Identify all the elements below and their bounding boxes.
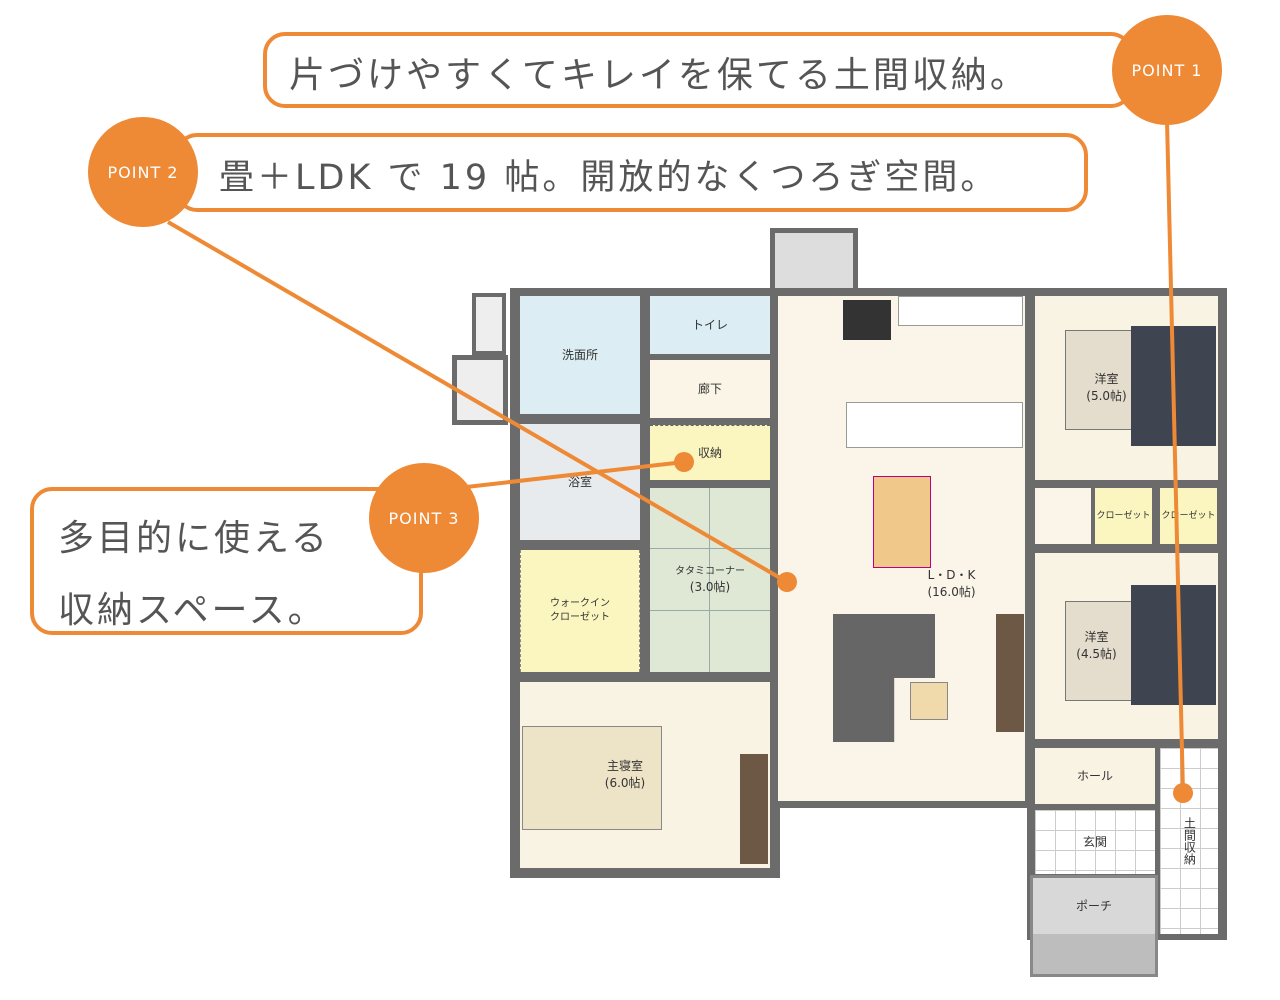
room-label: 廊下 <box>697 381 722 396</box>
room-label: トイレ <box>691 317 728 332</box>
room-hallway: 廊下 <box>650 360 770 418</box>
room-label: ウォークイン <box>550 598 610 609</box>
badge-label: POINT 3 <box>388 508 460 528</box>
room-doma-storage: 土間収納 <box>1160 748 1218 934</box>
room-label: 洋室 <box>1094 372 1119 387</box>
callout-text: 片づけやすくてキレイを保てる土間収納。 <box>289 55 1029 96</box>
room-walk-in-closet: ウォークインクローゼット <box>520 550 640 672</box>
bed <box>522 726 662 830</box>
room-washroom: 洗面所 <box>520 296 640 414</box>
badge-point-3: POINT 3 <box>369 463 479 573</box>
tv-board <box>996 614 1024 732</box>
room-label: クローゼット <box>1161 510 1216 521</box>
room-closet-1: クローゼット <box>1095 488 1152 544</box>
kitchen-island <box>846 402 1023 448</box>
callout-text: 畳＋LDK で 19 帖。開放的なくつろぎ空間。 <box>219 158 999 198</box>
room-size: (6.0帖) <box>604 776 646 790</box>
callout-point-1: 片づけやすくてキレイを保てる土間収納。 <box>263 32 1133 108</box>
room-label: 土間収納 <box>1182 817 1197 865</box>
exterior-unit <box>472 293 506 355</box>
room-storage: 収納 <box>650 425 770 480</box>
room-entrance: 玄関 <box>1035 810 1155 874</box>
room-western-2: 洋室 (4.5帖) <box>1035 553 1218 739</box>
room-size: (4.5帖) <box>1076 647 1117 661</box>
room-tatami: タタミコーナー (3.0帖) <box>650 488 770 672</box>
stove <box>843 300 891 340</box>
room-closet-2: クローゼット <box>1160 488 1217 544</box>
badge-label: POINT 1 <box>1131 60 1203 80</box>
room-label: タタミコーナー <box>675 565 745 577</box>
room-bath: 浴室 <box>520 424 640 540</box>
badge-label: POINT 2 <box>107 162 179 182</box>
room-ldk: L・D・K (16.0帖) <box>778 296 1025 801</box>
room-label: 洋室 <box>1084 630 1109 645</box>
room-master-bedroom: 主寝室 (6.0帖) <box>520 682 770 868</box>
exterior-unit <box>452 355 508 425</box>
callout-point-3: 多目的に使える収納スペース。 <box>30 487 423 635</box>
bed-cover <box>1131 585 1216 705</box>
dining-table <box>873 476 931 568</box>
corridor <box>1035 488 1091 544</box>
room-label: 主寝室 <box>606 759 643 774</box>
sofa <box>833 614 935 742</box>
callout-text: 収納スペース。 <box>58 590 327 631</box>
room-hall: ホール <box>1035 748 1155 804</box>
room-label: L・D・K <box>927 567 976 582</box>
bed <box>1065 601 1135 701</box>
room-size: (3.0帖) <box>689 579 731 594</box>
kitchen-cabinets <box>898 296 1023 326</box>
porch-area: ポーチ <box>1030 875 1158 977</box>
room-label: ホール <box>1076 768 1113 783</box>
room-label: 玄関 <box>1082 834 1107 849</box>
room-label: 洗面所 <box>561 347 598 362</box>
coffee-table <box>910 682 948 720</box>
room-label: 収納 <box>697 445 722 460</box>
room-size: (16.0帖) <box>927 584 976 599</box>
room-western-1: 洋室 (5.0帖) <box>1035 296 1218 480</box>
bed-cover <box>1131 326 1216 446</box>
room-label: クローゼット <box>1096 510 1151 521</box>
room-label: 浴室 <box>567 474 592 489</box>
callout-text: 多目的に使える <box>58 518 330 559</box>
dresser <box>740 754 768 864</box>
room-label-porch: ポーチ <box>1075 898 1112 913</box>
room-label: クローゼット <box>550 612 610 623</box>
room-toilet: トイレ <box>650 296 770 354</box>
callout-point-2: 畳＋LDK で 19 帖。開放的なくつろぎ空間。 <box>175 133 1088 212</box>
badge-point-1: POINT 1 <box>1112 15 1222 125</box>
badge-point-2: POINT 2 <box>88 117 198 227</box>
room-size: (5.0帖) <box>1086 389 1127 403</box>
